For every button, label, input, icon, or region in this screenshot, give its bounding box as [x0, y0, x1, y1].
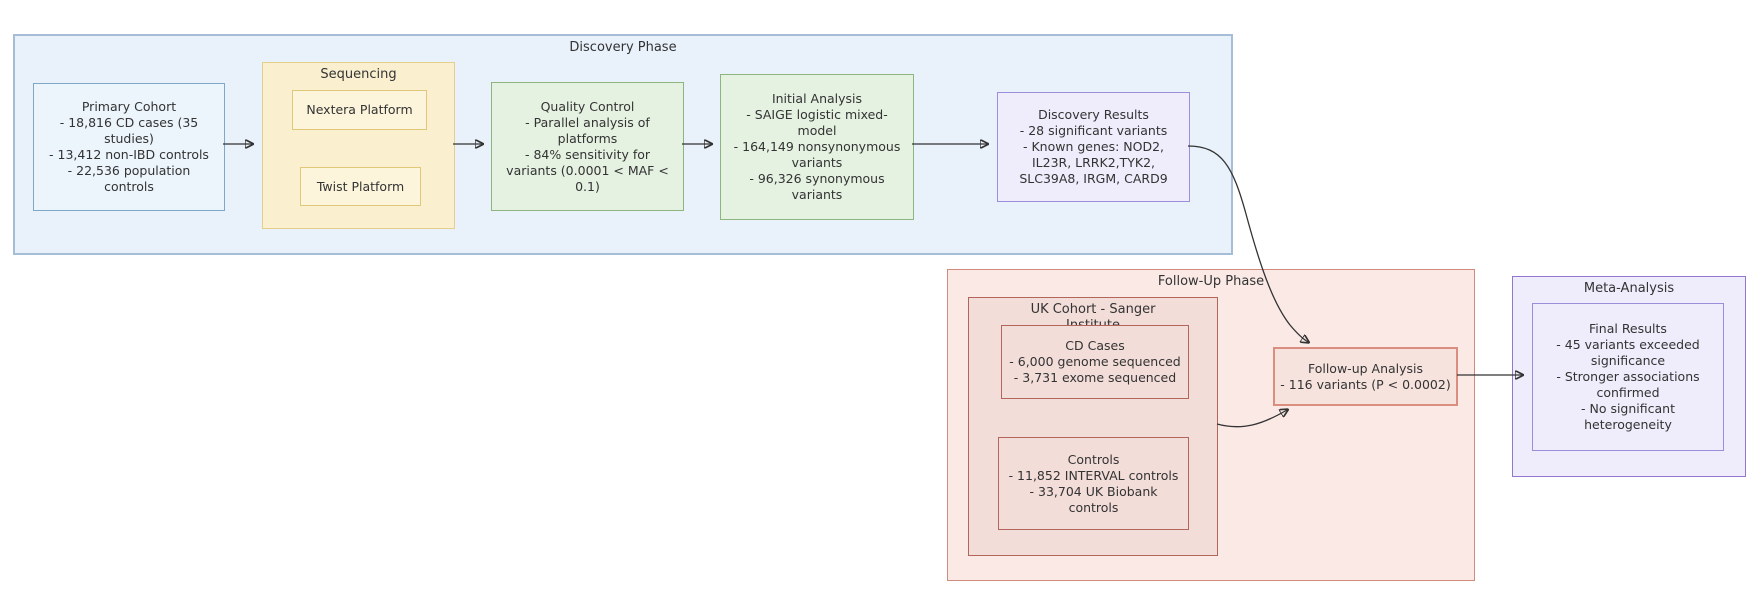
- follow-up-phase-title: Follow-Up Phase: [1157, 274, 1265, 289]
- text-line: Initial Analysis: [771, 91, 863, 106]
- text-line: model: [797, 123, 837, 138]
- text-line: - 116 variants (P < 0.0002): [1280, 376, 1451, 392]
- node-initial-analysis: Initial Analysis- SAIGE logistic mixed-m…: [720, 74, 914, 220]
- text-line: variants: [791, 187, 843, 202]
- text-line: IL23R, LRRK2,TYK2,: [1031, 155, 1156, 170]
- text-line: - 96,326 synonymous: [749, 171, 885, 186]
- text-line: platforms: [557, 130, 618, 146]
- text-line: Nextera Platform: [306, 102, 413, 117]
- text-line: variants: [791, 155, 843, 170]
- sequencing-title: Sequencing: [320, 67, 397, 82]
- node-cd-cases: CD Cases- 6,000 genome sequenced- 3,731 …: [1001, 325, 1189, 399]
- text-line: - 33,704 UK Biobank: [1029, 483, 1158, 499]
- text-line: Primary Cohort: [81, 99, 177, 114]
- text-line: Follow-up Analysis: [1307, 360, 1424, 376]
- text-line: - 164,149 nonsynonymous: [733, 139, 901, 154]
- node-twist-platform: Twist Platform: [300, 167, 421, 206]
- text-line: - 18,816 CD cases (35: [59, 115, 199, 130]
- text-line: 0.1): [575, 178, 600, 194]
- text-line: heterogeneity: [1584, 417, 1672, 432]
- node-discovery-results: Discovery Results- 28 significant varian…: [997, 92, 1190, 202]
- text-line: - Parallel analysis of: [525, 114, 650, 130]
- text-line: - Known genes: NOD2,: [1022, 139, 1165, 154]
- text-line: Final Results: [1589, 321, 1667, 336]
- text-line: controls: [104, 179, 154, 194]
- text-line: - 3,731 exome sequenced: [1013, 370, 1177, 385]
- discovery-phase-title: Discovery Phase: [569, 40, 677, 55]
- node-followup-analysis: Follow-up Analysis- 116 variants (P < 0.…: [1273, 347, 1458, 406]
- text-line: Discovery Results: [1038, 107, 1149, 122]
- text-line: Controls: [1067, 451, 1120, 467]
- text-line: - No significant: [1580, 401, 1675, 416]
- text-line: - 84% sensitivity for: [524, 146, 651, 162]
- container-follow-up-phase: Follow-Up Phase UK Cohort - SangerInstit…: [947, 269, 1475, 581]
- text-line: - 6,000 genome sequenced: [1009, 354, 1181, 369]
- text-line: - 22,536 population: [67, 163, 191, 178]
- container-discovery-phase: Discovery Phase Primary Cohort- 18,816 C…: [13, 34, 1233, 255]
- container-uk-cohort-sanger-institute: UK Cohort - SangerInstitute CD Cases- 6,…: [968, 297, 1218, 556]
- text-line: - 13,412 non-IBD controls: [49, 147, 209, 162]
- text-line: controls: [1068, 499, 1119, 515]
- container-sequencing: Sequencing Nextera Platform Twist Platfo…: [262, 62, 455, 229]
- text-line: significance: [1590, 353, 1666, 368]
- text-line: - SAIGE logistic mixed-: [746, 107, 888, 122]
- node-controls: Controls- 11,852 INTERVAL controls- 33,7…: [998, 437, 1189, 530]
- text-line: Quality Control: [540, 98, 635, 114]
- text-line: SLC39A8, IRGM, CARD9: [1019, 171, 1168, 186]
- text-line: - 45 variants exceeded: [1556, 337, 1700, 352]
- text-line: confirmed: [1596, 385, 1660, 400]
- text-line: studies): [104, 131, 154, 146]
- text-line: Twist Platform: [316, 178, 405, 194]
- text-line: - 28 significant variants: [1019, 123, 1168, 138]
- meta-analysis-title: Meta-Analysis: [1583, 281, 1675, 296]
- text-line: - Stronger associations: [1556, 369, 1700, 384]
- node-nextera-platform: Nextera Platform: [292, 90, 427, 130]
- text-line: CD Cases: [1065, 338, 1125, 353]
- text-line: - 11,852 INTERVAL controls: [1008, 467, 1179, 483]
- text-line: UK Cohort - Sanger: [1030, 302, 1156, 317]
- text-line: variants (0.0001 < MAF <: [506, 162, 669, 178]
- container-meta-analysis: Meta-Analysis Final Results- 45 variants…: [1512, 276, 1746, 477]
